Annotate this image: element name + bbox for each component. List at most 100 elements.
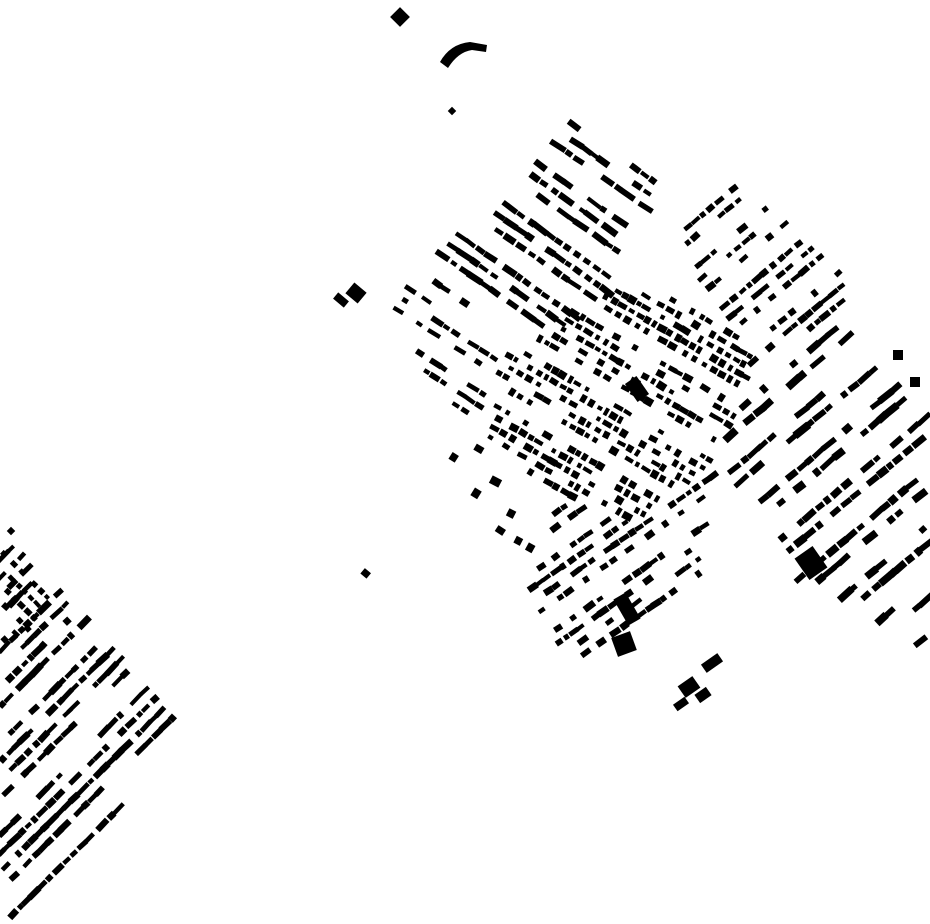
building <box>559 383 568 391</box>
building <box>785 373 803 391</box>
building <box>48 680 63 696</box>
building <box>38 605 47 614</box>
building <box>602 529 614 540</box>
building <box>600 270 612 280</box>
building <box>7 574 17 584</box>
building <box>12 720 24 731</box>
building <box>764 232 775 242</box>
building <box>681 384 691 393</box>
building <box>14 753 27 766</box>
building <box>877 571 894 587</box>
building <box>49 606 64 621</box>
building <box>752 305 762 315</box>
building <box>135 710 144 718</box>
building <box>551 251 567 265</box>
building <box>460 406 470 416</box>
building <box>627 479 638 490</box>
building <box>656 335 669 346</box>
building <box>517 427 529 439</box>
building <box>583 543 595 553</box>
building <box>345 282 367 304</box>
building <box>572 154 585 166</box>
building <box>62 616 72 626</box>
building <box>696 272 708 283</box>
building <box>617 593 627 603</box>
building <box>710 248 718 256</box>
building <box>698 210 707 219</box>
building <box>564 260 573 268</box>
building <box>704 316 714 326</box>
building <box>748 459 766 476</box>
building <box>551 506 563 518</box>
building <box>533 158 548 173</box>
building <box>30 580 39 589</box>
building <box>621 519 629 527</box>
building <box>522 419 530 427</box>
building <box>627 527 638 538</box>
building <box>740 454 750 465</box>
building <box>542 477 555 488</box>
building <box>628 376 642 388</box>
building <box>819 564 838 581</box>
building <box>628 307 636 315</box>
building <box>738 253 749 264</box>
building <box>673 333 683 343</box>
building <box>601 291 610 301</box>
building <box>622 315 633 326</box>
building <box>556 593 565 602</box>
buildings-layer <box>0 7 930 921</box>
building <box>117 738 134 755</box>
building <box>911 487 929 504</box>
building <box>833 268 843 278</box>
building <box>829 486 843 499</box>
building <box>487 285 502 298</box>
building <box>333 292 349 308</box>
building <box>690 354 699 363</box>
building <box>624 455 635 464</box>
building <box>473 401 485 411</box>
building <box>150 727 164 740</box>
building <box>664 328 674 338</box>
building <box>535 369 544 378</box>
building <box>134 742 148 757</box>
building <box>784 468 799 482</box>
building <box>739 359 748 369</box>
building <box>679 325 692 337</box>
building <box>856 522 866 532</box>
building <box>1 783 15 798</box>
building <box>741 372 751 382</box>
building <box>725 251 733 259</box>
building <box>681 372 694 384</box>
building <box>623 604 632 613</box>
building <box>14 849 23 858</box>
building <box>16 902 25 911</box>
building <box>438 363 448 373</box>
building <box>710 435 717 443</box>
building <box>582 289 599 303</box>
building <box>731 332 740 341</box>
building <box>27 703 41 716</box>
building <box>636 392 647 403</box>
building <box>625 443 635 454</box>
building <box>574 449 582 458</box>
building <box>869 399 882 411</box>
building <box>622 408 633 417</box>
building <box>594 322 605 332</box>
building <box>588 457 598 467</box>
building <box>671 458 680 468</box>
building <box>505 298 520 311</box>
building <box>750 272 764 285</box>
building <box>793 404 811 420</box>
building <box>912 634 929 649</box>
building <box>733 473 750 489</box>
building <box>865 473 880 487</box>
building <box>655 368 667 379</box>
building <box>18 568 26 576</box>
building <box>660 519 670 529</box>
building <box>489 423 500 433</box>
building <box>705 203 716 214</box>
building <box>635 312 646 321</box>
building <box>549 565 563 577</box>
building <box>736 347 748 357</box>
